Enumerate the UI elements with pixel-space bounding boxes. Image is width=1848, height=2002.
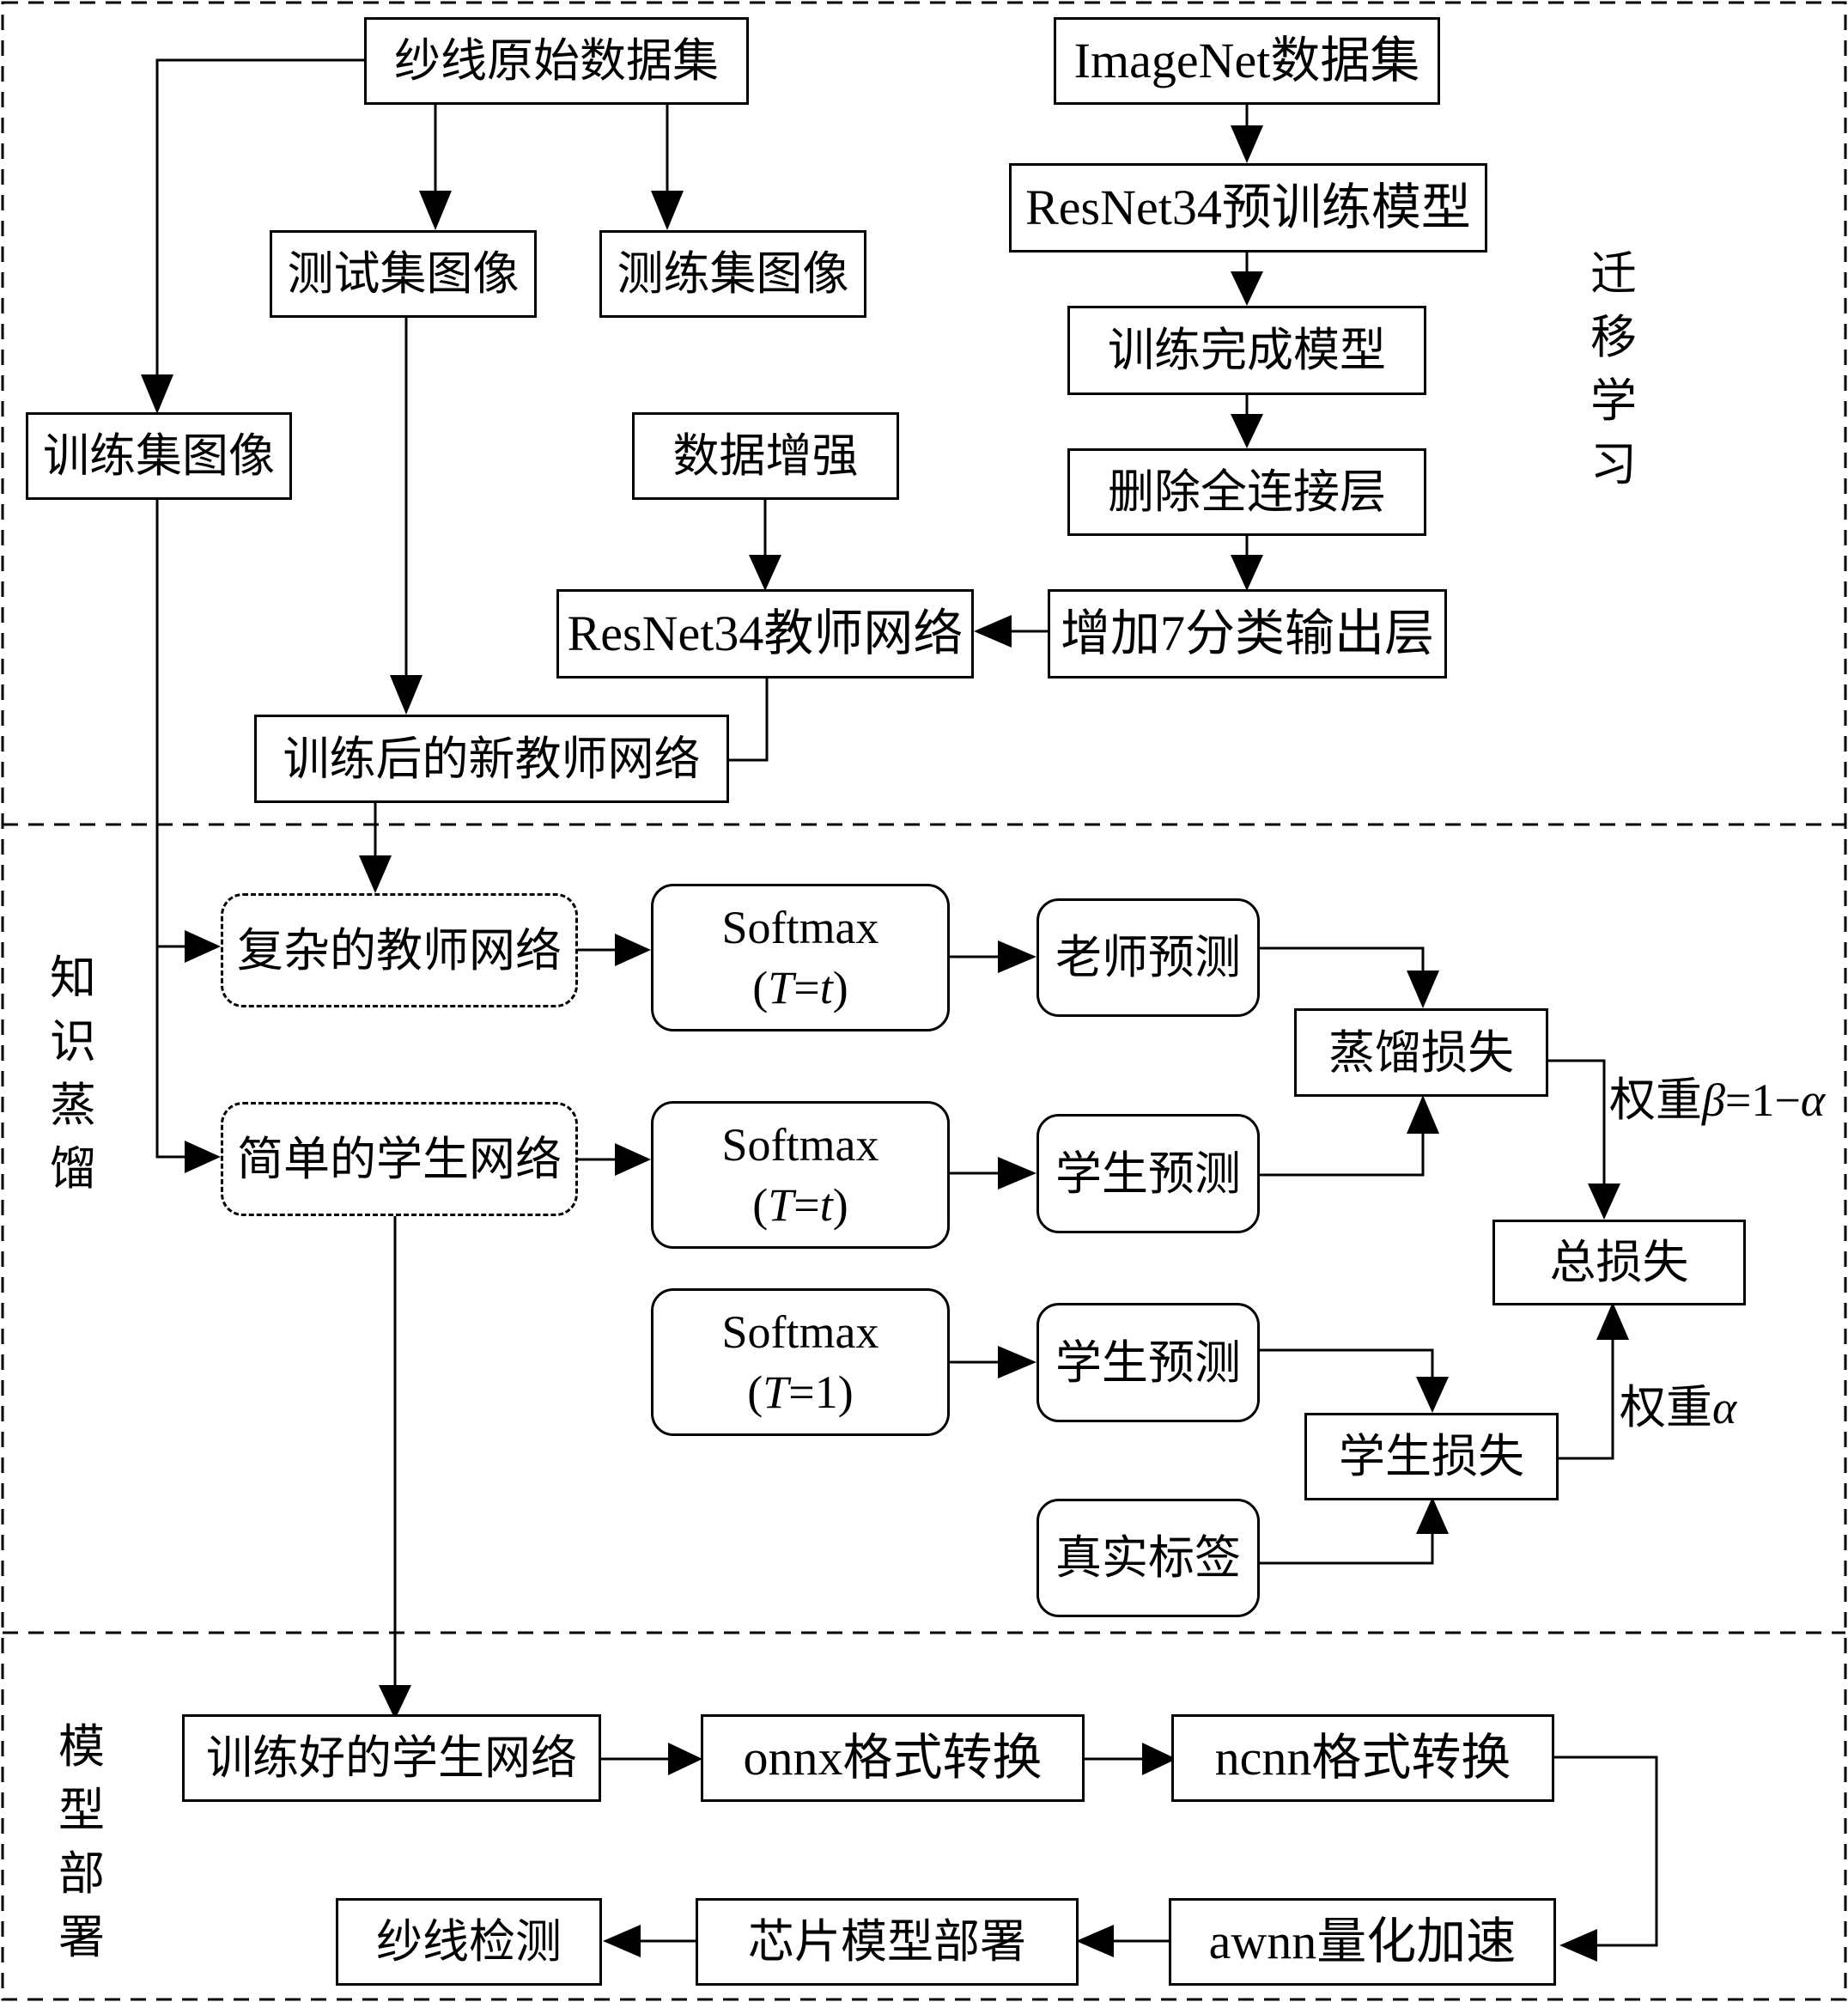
arrowhead [1416,1377,1449,1413]
node-student-prediction-soft: 学生预测 [1036,1114,1260,1233]
arrowhead [379,1685,411,1719]
edge-truelabels-to-studentloss [1260,1520,1434,1565]
arrowhead [749,555,781,591]
arrowhead [615,1143,651,1176]
arrowhead [1076,1925,1114,1957]
edge-studentpred-to-distloss [1260,1126,1425,1177]
node-distillation-loss: 蒸馏损失 [1294,1008,1548,1097]
node-test-set-images: 测试集图像 [270,230,537,318]
node-onnx-conversion: onnx格式转换 [701,1714,1085,1802]
node-true-labels: 真实标签 [1036,1499,1260,1617]
node-teacher-prediction: 老师预测 [1036,898,1260,1017]
arrowhead [390,675,422,715]
softmax-label: Softmax [721,902,879,953]
node-trained-model: 训练完成模型 [1067,306,1426,395]
edge-teacherpred-to-distloss [1260,946,1425,974]
arrowhead [141,374,173,414]
arrowhead [1407,1095,1439,1134]
arrowhead [603,1925,641,1957]
arrow-tips [141,125,1629,1962]
arrowhead [615,934,651,966]
edge-label-weight-alpha: 权重α [1620,1380,1737,1434]
node-data-augmentation: 数据增强 [632,412,899,500]
arrowhead [998,1157,1036,1190]
section-label-model-deployment: 模型部署 [58,1719,105,1964]
arrowhead [185,1141,221,1173]
arrowhead [1231,271,1263,306]
arrowhead [651,191,684,230]
node-yarn-raw-dataset: 纱线原始数据集 [364,17,749,105]
arrowhead [1559,1929,1597,1962]
arrowhead [1596,1302,1629,1340]
arrowhead [185,930,221,963]
node-trained-student-network: 训练好的学生网络 [182,1714,601,1802]
node-imagenet-dataset: ImageNet数据集 [1054,17,1440,105]
node-val-set-images: 测练集图像 [599,230,866,318]
node-train-set-images: 训练集图像 [26,412,292,500]
arrowhead [1588,1184,1620,1220]
node-softmax-hard: Softmax (T=1) [651,1288,950,1436]
arrowhead [998,1346,1036,1378]
softmax-label: Softmax [721,1306,879,1358]
arrowhead [1231,125,1263,163]
edge-teacher-to-newteacher [728,678,769,762]
node-awnn-quantization: awnn量化加速 [1169,1898,1556,1986]
arrowhead [998,940,1036,973]
node-total-loss: 总损失 [1492,1220,1746,1305]
node-new-teacher-network: 训练后的新教师网络 [254,715,729,803]
edge-label-weight-beta: 权重β=1−α [1609,1073,1826,1127]
node-student-loss: 学生损失 [1304,1413,1559,1500]
arrowhead [1407,971,1439,1008]
edge-trainset-to-complexteacher [155,500,197,948]
node-complex-teacher-network: 复杂的教师网络 [221,893,578,1007]
section-label-transfer-learning: 迁移学习 [1590,246,1637,491]
edge-trainset-to-student [155,946,197,1159]
edge-studentloss-to-totalloss [1558,1328,1614,1460]
node-resnet34-pretrained: ResNet34预训练模型 [1009,163,1487,253]
node-student-prediction-hard: 学生预测 [1036,1303,1260,1422]
softmax-temperature: (T=t) [752,962,848,1013]
arrowhead [419,191,452,230]
arrowhead [974,615,1012,648]
arrowhead [1142,1743,1176,1775]
arrowhead [1416,1497,1449,1534]
node-simple-student-network: 简单的学生网络 [221,1102,578,1216]
edge-ncnn-to-awnn [1554,1756,1658,1947]
node-chip-deployment: 芯片模型部署 [696,1898,1079,1986]
softmax-label: Softmax [721,1119,879,1171]
edge-raw-to-trainset [155,58,364,378]
softmax-temperature: (T=t) [752,1179,848,1231]
node-yarn-detection: 纱线检测 [336,1898,602,1986]
node-softmax-teacher: Softmax (T=t) [651,884,950,1031]
node-remove-fc-layer: 删除全连接层 [1067,448,1426,536]
arrowhead [359,855,392,893]
node-ncnn-conversion: ncnn格式转换 [1171,1714,1554,1802]
softmax-temperature: (T=1) [747,1366,854,1418]
arrowhead [1231,414,1263,448]
node-add-output-layer: 增加7分类输出层 [1048,589,1447,678]
arrowhead [668,1743,702,1775]
section-label-knowledge-distillation: 知识蒸馏 [50,951,96,1196]
edge-distloss-to-totalloss [1548,1059,1606,1191]
node-softmax-student: Softmax (T=t) [651,1101,950,1249]
node-resnet34-teacher: ResNet34教师网络 [556,589,974,678]
edge-studentpred2-to-studentloss [1260,1348,1434,1384]
arrowhead [1231,555,1263,591]
